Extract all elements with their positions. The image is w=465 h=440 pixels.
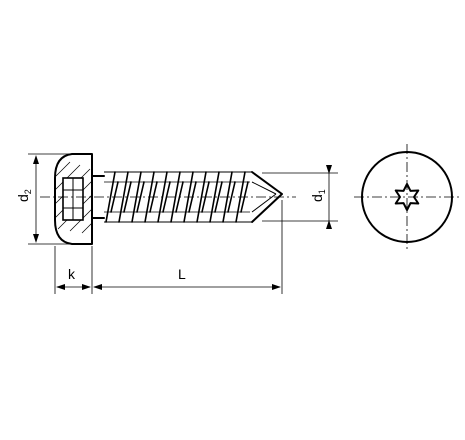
hexalobular-socket-icon xyxy=(394,183,420,211)
dimension-d1: d1 xyxy=(262,165,338,229)
l-label: L xyxy=(178,266,186,282)
head-outline xyxy=(54,153,93,245)
screw-head-top-view xyxy=(354,144,460,250)
d1-label: d1 xyxy=(309,189,327,202)
d2-label: d2 xyxy=(15,189,33,202)
head-circle xyxy=(361,151,453,243)
screw-head-side-view xyxy=(54,153,93,245)
dimension-k-and-l: k L xyxy=(54,200,283,294)
screw-tip xyxy=(251,171,283,223)
dimension-d2: d2 xyxy=(15,153,70,245)
k-label: k xyxy=(68,266,76,282)
